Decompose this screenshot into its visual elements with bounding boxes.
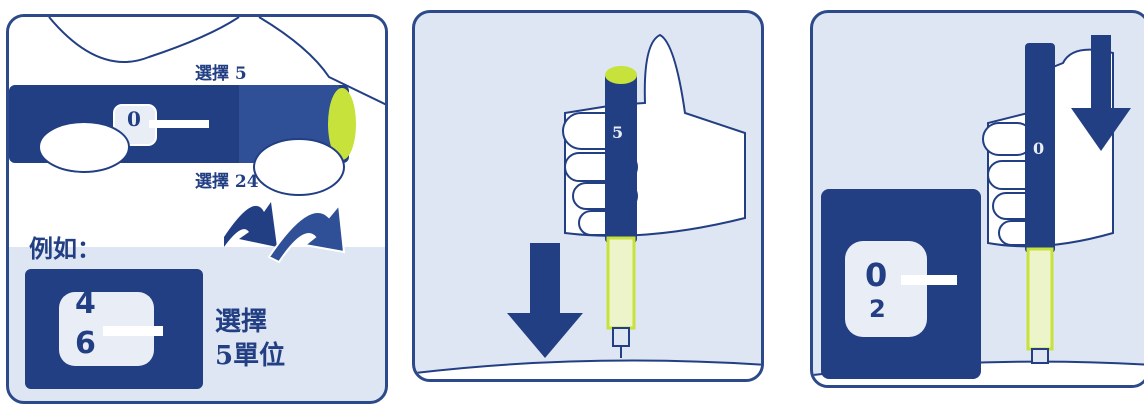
- needle-insertion-illustration: [415, 13, 764, 382]
- pen-dial-value: 5: [612, 123, 623, 142]
- pen-cartridge: [1028, 249, 1052, 349]
- select-text-line1: 選擇: [215, 301, 267, 338]
- zoom-digit-top: 4: [75, 289, 96, 319]
- zoom-digit-bottom: 6: [75, 329, 96, 359]
- panel-insert-needle: 5: [412, 10, 764, 382]
- example-label: 例如：: [29, 229, 101, 264]
- label-select-5: 選擇 5: [195, 59, 247, 84]
- skin-surface: [415, 361, 764, 383]
- zoom-digit-bottom: 2: [869, 297, 886, 321]
- pen-cartridge: [608, 238, 634, 328]
- press-injection-illustration: [813, 13, 1144, 388]
- down-arrow-icon: [507, 243, 583, 358]
- label-select-24: 選擇 24: [195, 167, 259, 192]
- select-text-line2: 5單位: [215, 335, 285, 372]
- panel-press-button: 0 0 2: [810, 10, 1144, 388]
- panel-dial-selection: 選擇 5 選擇 24 例如： 0 4 6 選擇 5單位: [6, 14, 388, 404]
- pen-dial-value: 0: [127, 107, 141, 131]
- zoom-digit-top: 0: [865, 259, 887, 291]
- pen-dial-value: 0: [1033, 139, 1044, 158]
- pen-body: [605, 73, 637, 243]
